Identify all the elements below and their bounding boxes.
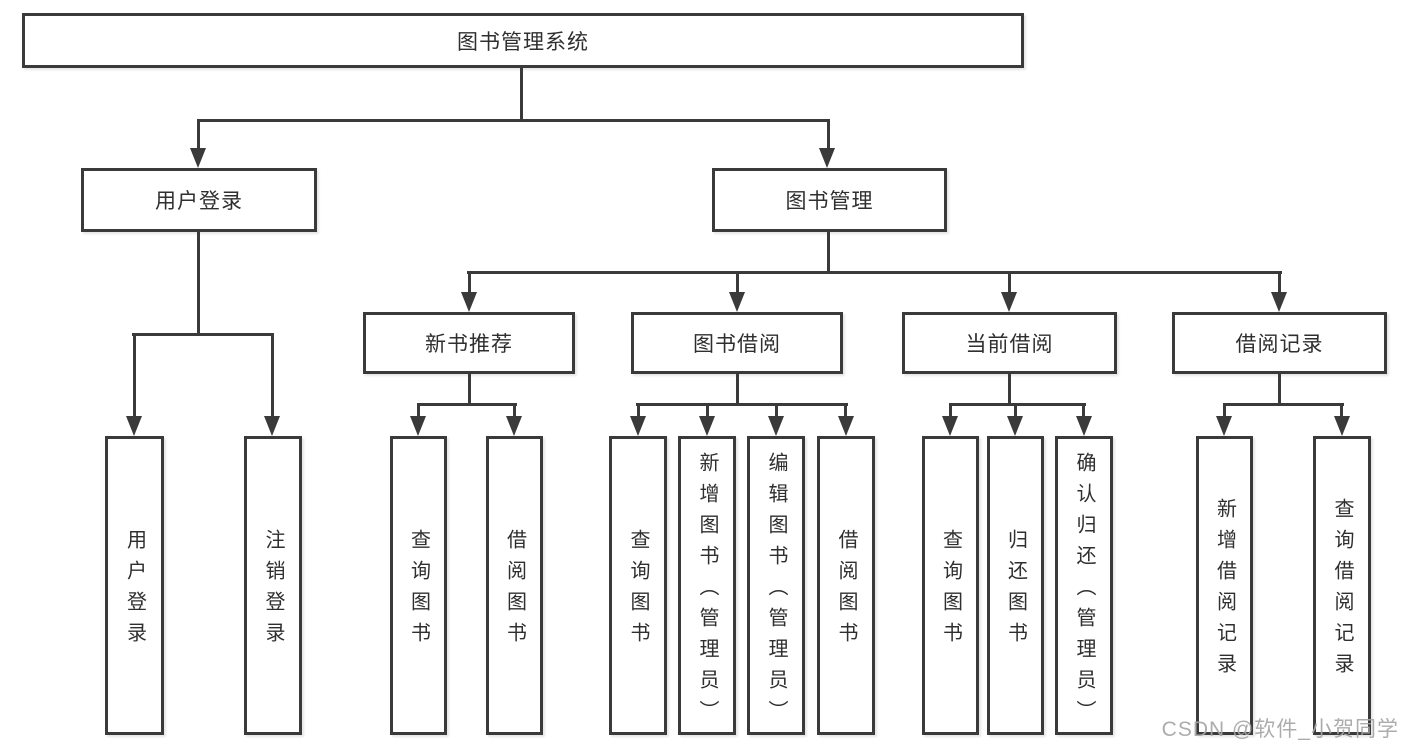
connector-book-mgmt-hline (467, 271, 1282, 274)
leaf-user-login: 用户登录 (105, 436, 164, 735)
arrowhead-book-mgmt (819, 148, 835, 168)
arrowhead-g3-leaf1 (942, 416, 958, 436)
connector-g4-hline (1223, 403, 1344, 406)
csdn-watermark: CSDN @软件_小贺同学 (1161, 718, 1399, 741)
connector-g1-vline (468, 374, 471, 406)
node-user-login-label: 用户登录 (155, 190, 243, 213)
connector-g4-drop1 (1223, 403, 1226, 419)
leaf-query-borrow-record-label: 查询借阅记录 (1331, 498, 1353, 684)
leaf-query-books-recommend-label: 查询图书 (407, 529, 430, 653)
node-root: 图书管理系统 (22, 13, 1024, 68)
leaf-return-book-label: 归还图书 (1004, 529, 1027, 653)
connector-g2-drop4 (844, 403, 847, 419)
leaf-add-book-admin-label: 新增图书（管理员） (696, 451, 718, 731)
connector-user-login-vline (197, 232, 200, 335)
connector-root-vline (520, 68, 523, 121)
connector-g3-hline (949, 403, 1086, 406)
arrowhead-g4-leaf1 (1216, 416, 1232, 436)
connector-g2-drop3 (775, 403, 778, 419)
leaf-add-borrow-record-label: 新增借阅记录 (1213, 498, 1236, 684)
arrowhead-user-login (190, 148, 206, 168)
node-new-book-recommend: 新书推荐 (363, 312, 575, 374)
leaf-borrow-books-label: 借阅图书 (835, 529, 857, 653)
connector-g3-drop1 (949, 403, 952, 419)
arrowhead-book-borrow (729, 292, 745, 312)
arrowhead-g4-leaf2 (1334, 416, 1350, 436)
connector-drop-book-mgmt (827, 119, 830, 152)
connector-drop-leaf-logout (271, 333, 274, 418)
arrowhead-g2-leaf1 (630, 416, 646, 436)
arrowhead-g1-leaf2 (506, 416, 522, 436)
arrowhead-new-book (461, 292, 477, 312)
connector-g2-hline (636, 403, 848, 406)
connector-g2-drop1 (637, 403, 640, 419)
leaf-confirm-return-admin: 确认归还（管理员） (1055, 436, 1113, 735)
connector-g3-vline (1008, 374, 1011, 406)
node-borrow-records: 借阅记录 (1172, 312, 1387, 374)
connector-g2-drop2 (706, 403, 709, 419)
leaf-query-books-borrow-label: 查询图书 (627, 529, 649, 653)
arrowhead-g2-leaf4 (838, 416, 854, 436)
connector-drop-current-borrow (1008, 271, 1011, 295)
leaf-query-books-current-label: 查询图书 (939, 529, 962, 653)
node-borrow-records-label: 借阅记录 (1235, 333, 1324, 356)
leaf-borrow-books-recommend: 借阅图书 (486, 436, 543, 735)
connector-g3-drop3 (1082, 403, 1085, 419)
node-new-book-recommend-label: 新书推荐 (425, 333, 513, 356)
arrowhead-g2-leaf3 (768, 416, 784, 436)
leaf-edit-book-admin: 编辑图书（管理员） (747, 436, 805, 735)
node-current-borrow-label: 当前借阅 (965, 333, 1054, 356)
connector-drop-book-borrow (736, 271, 739, 295)
arrowhead-leaf-user-login (126, 416, 142, 436)
arrowhead-leaf-logout (264, 416, 280, 436)
connector-g1-drop1 (417, 403, 420, 419)
arrowhead-current-borrow (1001, 292, 1017, 312)
connector-drop-leaf-user-login (133, 333, 136, 418)
connector-root-hline (197, 119, 830, 122)
arrowhead-g3-leaf2 (1007, 416, 1023, 436)
leaf-add-book-admin: 新增图书（管理员） (678, 436, 736, 735)
connector-drop-user-login (197, 119, 200, 152)
connector-user-login-hline (132, 333, 274, 336)
arrowhead-borrow-record (1271, 292, 1287, 312)
connector-g4-vline (1278, 374, 1281, 406)
node-current-borrow: 当前借阅 (902, 312, 1117, 374)
leaf-return-book: 归还图书 (987, 436, 1044, 735)
leaf-user-login-label: 用户登录 (123, 529, 146, 653)
connector-g2-vline (736, 374, 739, 406)
arrowhead-g3-leaf3 (1076, 416, 1092, 436)
node-root-label: 图书管理系统 (457, 30, 589, 54)
connector-g3-drop2 (1014, 403, 1017, 419)
leaf-borrow-books: 借阅图书 (817, 436, 875, 735)
leaf-query-borrow-record: 查询借阅记录 (1313, 436, 1371, 735)
connector-book-mgmt-vline (827, 232, 830, 274)
arrowhead-g2-leaf2 (699, 416, 715, 436)
node-book-borrow-label: 图书借阅 (693, 333, 781, 356)
node-book-borrow: 图书借阅 (631, 312, 843, 374)
connector-g1-drop2 (513, 403, 516, 419)
node-book-management: 图书管理 (712, 168, 947, 232)
leaf-logout-login-label: 注销登录 (262, 529, 284, 653)
leaf-edit-book-admin-label: 编辑图书（管理员） (765, 451, 787, 731)
leaf-query-books-recommend: 查询图书 (390, 436, 447, 735)
leaf-borrow-books-recommend-label: 借阅图书 (503, 529, 526, 653)
node-user-login: 用户登录 (81, 168, 317, 232)
leaf-add-borrow-record: 新增借阅记录 (1196, 436, 1253, 735)
leaf-query-books-current: 查询图书 (922, 436, 979, 735)
leaf-logout-login: 注销登录 (244, 436, 302, 735)
connector-g4-drop2 (1340, 403, 1343, 419)
connector-drop-new-book (468, 271, 471, 295)
node-book-management-label: 图书管理 (785, 190, 874, 213)
arrowhead-g1-leaf1 (410, 416, 426, 436)
connector-drop-borrow-record (1278, 271, 1281, 295)
connector-g1-hline (417, 403, 517, 406)
leaf-query-books-borrow: 查询图书 (609, 436, 667, 735)
leaf-confirm-return-admin-label: 确认归还（管理员） (1073, 451, 1095, 731)
